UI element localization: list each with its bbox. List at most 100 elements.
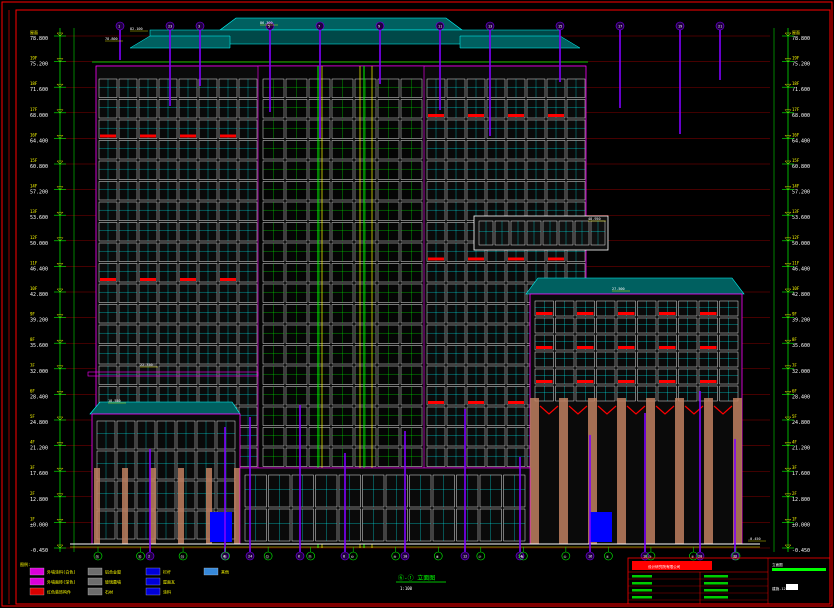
level-marker — [56, 58, 64, 62]
level-marker — [784, 519, 792, 523]
level-floor-label: 5F — [792, 414, 797, 419]
legend-swatch — [145, 577, 161, 586]
axis-bubble — [433, 551, 443, 561]
sheet-number: 建施-12 — [772, 586, 786, 591]
legend-swatch — [145, 567, 161, 576]
annex-column — [617, 398, 626, 544]
level-marker — [56, 544, 64, 549]
axis-bubble — [136, 551, 145, 561]
title-block-field — [632, 582, 652, 585]
level-marker — [784, 32, 792, 37]
elevation-mark-label: -0.450 — [748, 537, 761, 541]
level-elevation-label: 60.800 — [792, 164, 810, 170]
window-grid-core — [262, 66, 423, 548]
callout-bubble — [115, 21, 125, 31]
red-panel — [508, 257, 524, 261]
red-panel — [428, 114, 444, 117]
level-elevation-label: 46.400 — [30, 266, 48, 272]
level-elevation-label: 28.400 — [792, 394, 810, 400]
title-block-rows — [628, 575, 768, 601]
level-elevation-label: 12.800 — [30, 497, 48, 503]
red-panel — [508, 401, 524, 404]
legend-label: 其他 — [221, 569, 229, 575]
level-floor-label: 10F — [792, 286, 800, 291]
annex-truss — [626, 405, 646, 415]
level-elevation-label: 78.800 — [30, 36, 48, 42]
axis-label: ⑩ — [351, 555, 355, 559]
podium-column — [150, 468, 156, 544]
legend-label: 红色装饰构件 — [47, 589, 71, 595]
callout-number: 2 — [148, 555, 150, 559]
level-elevation-label: 50.000 — [30, 241, 48, 247]
legend-swatch — [87, 587, 103, 596]
annex-column — [588, 398, 597, 544]
sheet-frame-inner — [15, 9, 831, 605]
legend-label: 屋面瓦 — [163, 579, 175, 585]
legend-heading: 图例: — [20, 561, 30, 567]
level-marker — [784, 340, 792, 344]
level-floor-label: 9F — [30, 312, 35, 317]
red-panel — [140, 134, 156, 138]
drawing-title: ⑥-① 立面图 — [398, 574, 435, 582]
elevation-mark-label: 22.350 — [140, 363, 153, 367]
axis-bubble — [731, 551, 741, 561]
title-block-field — [704, 582, 728, 585]
axis-bubble — [391, 551, 401, 561]
level-floor-label: 17F — [30, 107, 38, 112]
level-elevation-label: 68.000 — [792, 113, 810, 119]
level-floor-label: 19F — [30, 56, 38, 61]
level-elevation-label: 57.200 — [792, 190, 810, 196]
level-floor-label: 4F — [792, 440, 797, 445]
level-marker — [784, 237, 792, 242]
callout-number: 20 — [698, 555, 702, 559]
legend-swatch — [87, 567, 103, 576]
level-marker — [784, 391, 792, 395]
roof-eave-left — [129, 35, 231, 49]
annex-truss — [539, 405, 559, 415]
level-elevation-label: 24.800 — [792, 420, 810, 426]
legend-swatch — [29, 587, 45, 596]
level-elevation-label: 32.000 — [792, 369, 810, 375]
level-marker — [56, 263, 64, 267]
axis-bubble — [306, 551, 315, 561]
level-marker — [56, 416, 64, 421]
level-marker — [784, 365, 792, 370]
left-podium-columns — [94, 468, 240, 544]
level-elevation-label: 35.600 — [792, 343, 810, 349]
callout-number: 9 — [378, 25, 380, 29]
right-level-scale: 屋面78.80019F75.20018F71.60017F68.00016F64… — [773, 28, 810, 554]
callout-number: 11 — [438, 25, 442, 29]
level-elevation-label: -0.450 — [30, 548, 48, 554]
callout-number: 6 — [298, 555, 300, 559]
axis-label: ① — [734, 555, 738, 559]
annex-column — [559, 398, 568, 544]
axis-bubble — [519, 551, 528, 561]
axis-label: ⑪ — [308, 554, 312, 559]
callout-bubble — [375, 21, 385, 31]
level-floor-label: 12F — [792, 235, 800, 240]
annex-column — [646, 398, 655, 544]
annex-column — [704, 398, 713, 544]
elevation-mark-label: 86.300 — [260, 21, 273, 25]
axis-bubble — [646, 551, 656, 561]
red-panel — [618, 346, 635, 349]
callout-bubble — [400, 551, 410, 561]
level-elevation-label: ±0.000 — [792, 522, 810, 528]
legend-label: 铝合金窗 — [105, 569, 121, 575]
callout-number: 18 — [643, 555, 647, 559]
axis-label: ⑮ — [138, 554, 142, 559]
callout-number: 3 — [198, 25, 200, 29]
level-floor-label: 2F — [792, 491, 797, 496]
elevation-mark-label: 82.100 — [130, 27, 143, 31]
roof-crown — [219, 17, 463, 31]
callout-number: 10 — [403, 555, 407, 559]
axis-label: ⑦ — [478, 555, 482, 559]
annex-column — [675, 398, 684, 544]
callout-bubble — [295, 551, 305, 561]
red-panel — [100, 134, 116, 138]
callout-number: 21 — [718, 25, 722, 29]
level-marker — [784, 160, 792, 165]
axis-label: ⑬ — [223, 554, 227, 559]
level-floor-label: 8F — [30, 337, 35, 342]
callout-number: 16 — [588, 555, 592, 559]
